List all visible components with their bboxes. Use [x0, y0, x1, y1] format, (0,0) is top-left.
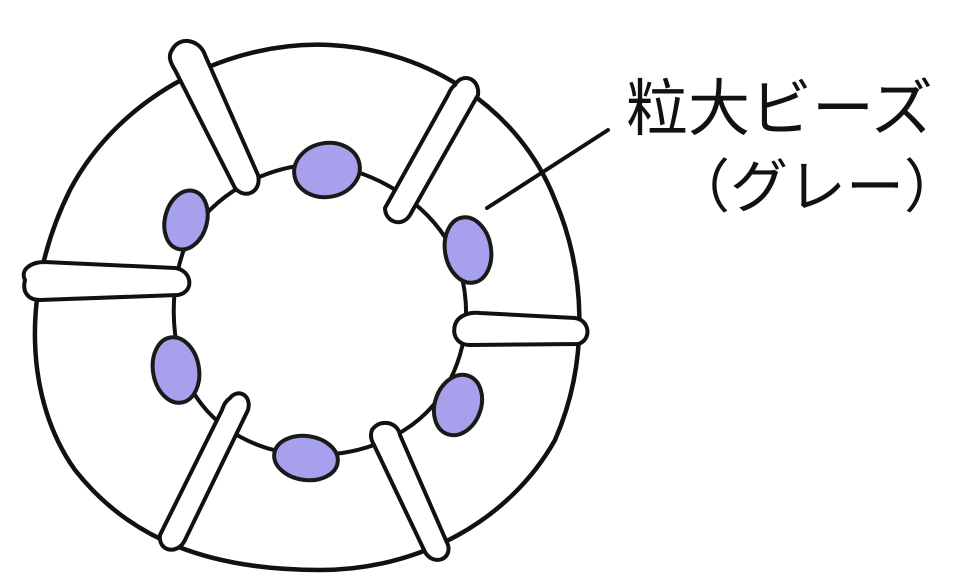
- callout-leader-line: [485, 128, 610, 210]
- large-bead: [442, 215, 494, 285]
- spacer-piece: [167, 39, 261, 196]
- spacer-piece: [157, 391, 251, 552]
- large-beads: [150, 140, 494, 483]
- spacer-piece: [382, 75, 481, 225]
- large-bead: [150, 335, 202, 405]
- large-bead: [431, 372, 485, 438]
- callout-label-sub: （グレー）: [672, 153, 963, 221]
- large-bead: [292, 140, 362, 200]
- large-bead: [272, 433, 340, 483]
- spacer-piece: [452, 310, 590, 348]
- callout-label-main: 粒大ビーズ: [626, 72, 933, 145]
- spacer-piece: [21, 259, 192, 303]
- spacer-pieces: [21, 39, 590, 562]
- large-bead: [162, 188, 210, 252]
- spacer-piece: [368, 420, 451, 562]
- inner-ring-outline: [171, 162, 468, 458]
